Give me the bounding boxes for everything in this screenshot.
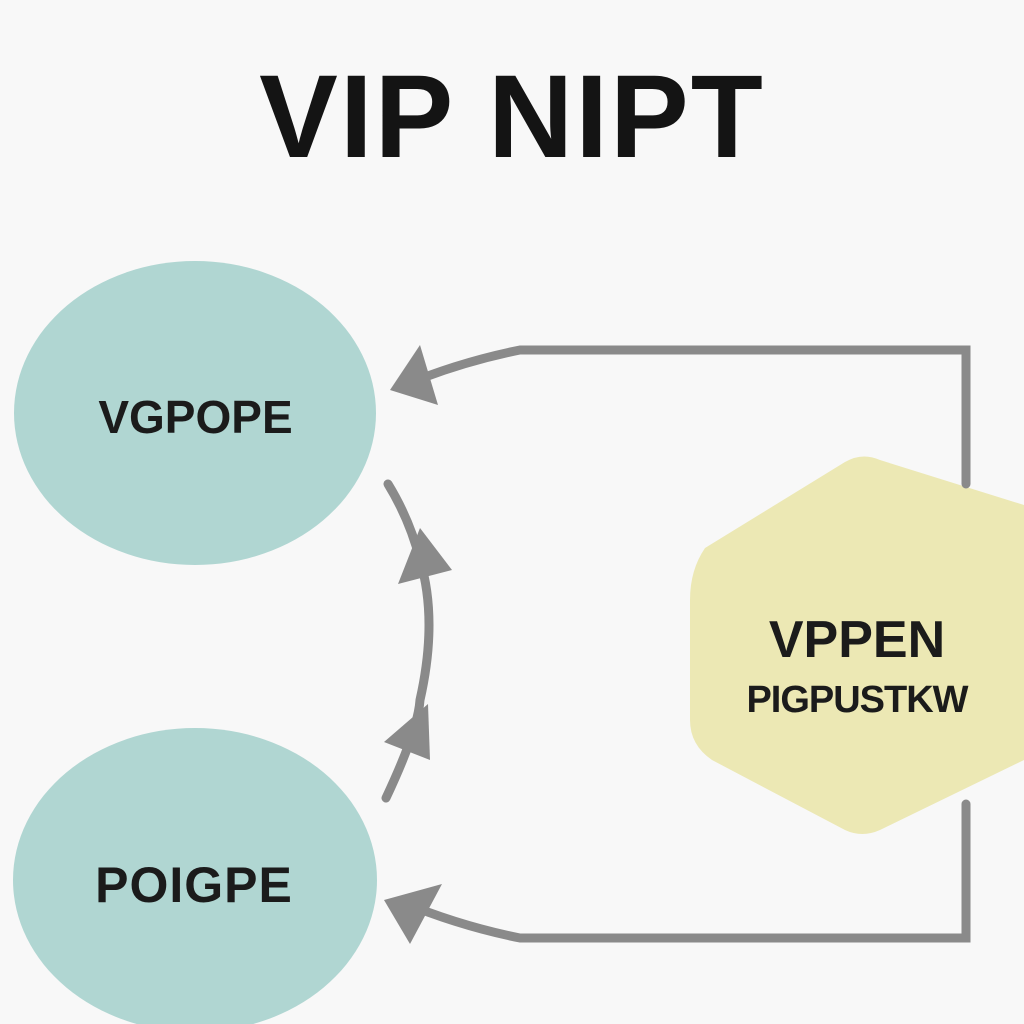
diagram-title: VIP NIPT (259, 51, 765, 183)
arrowhead-bottom (384, 884, 442, 944)
node-hexagon (690, 456, 1024, 834)
node-circle-bottom-label: POIGPE (95, 857, 293, 913)
edge-hexagon-to-circle-top (390, 345, 971, 489)
node-hexagon-label-line2: PIGPUSTKW (746, 679, 968, 721)
arrowhead-vertical-upper (398, 528, 452, 584)
node-circle-top-label: VGPOPE (98, 391, 293, 443)
edge-circle-bottom-to-circle-top (381, 479, 452, 803)
node-circle-top (14, 261, 376, 565)
arrowhead-vertical-lower (384, 704, 430, 760)
node-circle-bottom (13, 728, 377, 1024)
arrowhead-top (390, 345, 438, 405)
edge-hexagon-to-circle-bottom (384, 799, 971, 944)
node-hexagon-label-line1: VPPEN (768, 611, 946, 669)
